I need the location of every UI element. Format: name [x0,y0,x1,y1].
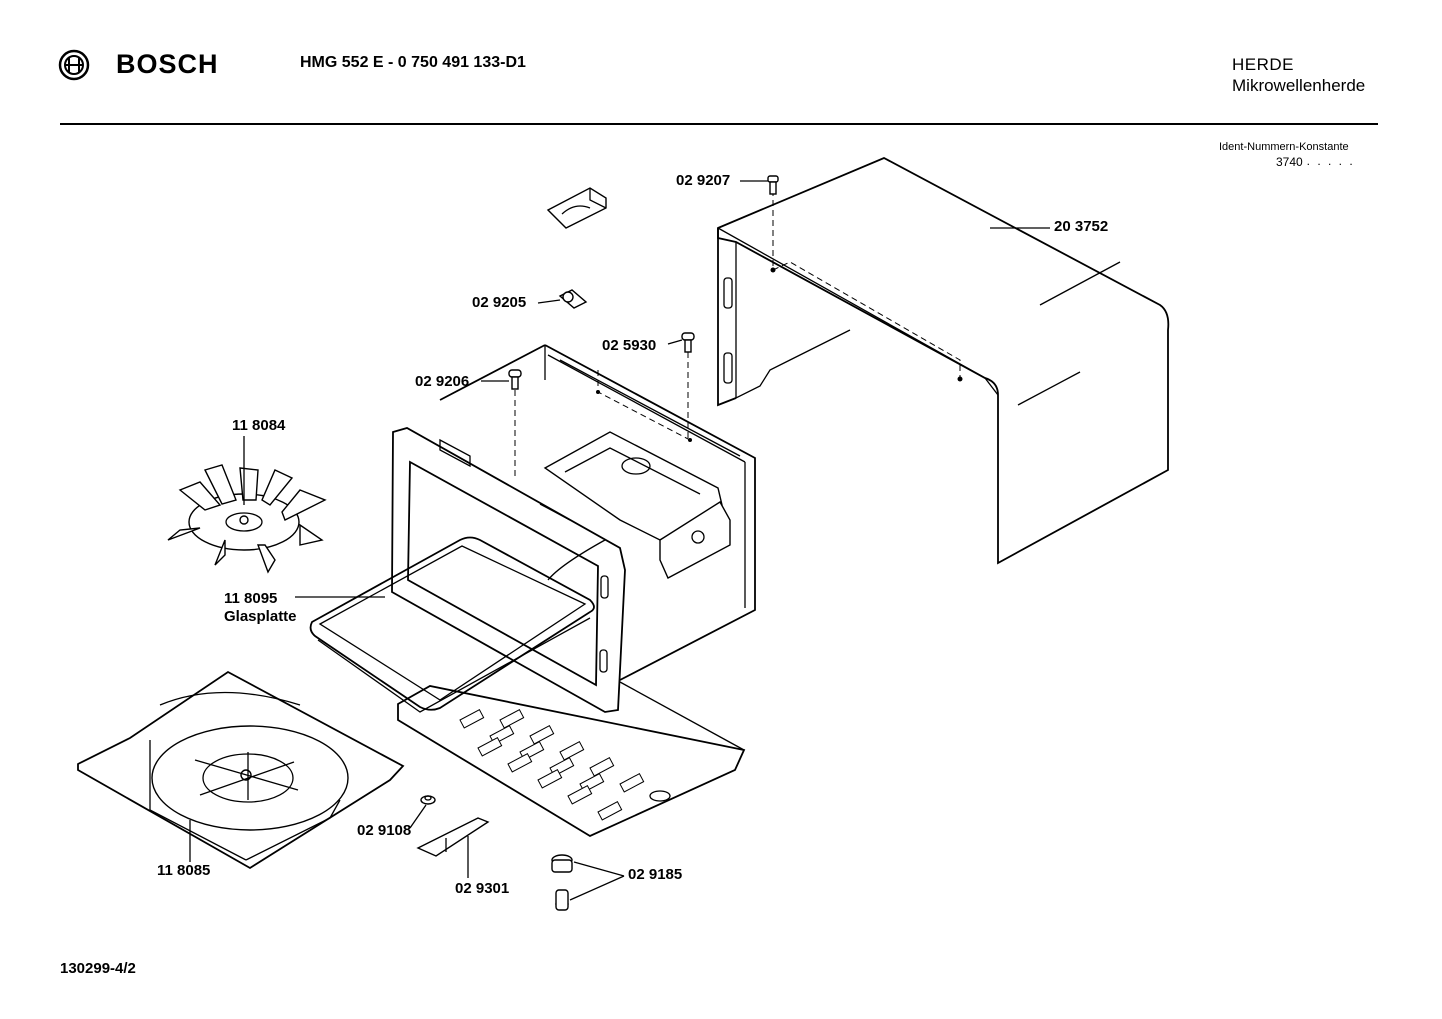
turntable-base [77,670,405,870]
drawing-number: 130299-4/2 [60,960,136,977]
part-029206-label: 02 9206 [415,373,470,390]
front-frame [391,427,626,713]
part-029301-label: 02 9301 [455,880,510,897]
part-025930-label: 02 5930 [602,337,657,354]
thermal-fuse-029205 [558,289,588,309]
screw-025930 [681,332,695,353]
subcategory-label: Mikrowellenherde [1232,76,1366,95]
ident-dots: . . . . . . [1296,154,1355,168]
nut-029108 [420,795,436,805]
bottom-plate [397,681,746,838]
part-029108-label: 02 9108 [357,822,412,839]
part-118085-label: 11 8085 [157,862,211,879]
ident-value: 3740 [1276,155,1303,169]
brand-name: BOSCH [116,49,219,79]
part-029207-label: 02 9207 [676,172,731,189]
ident-label: Ident-Nummern-Konstante [1219,141,1349,153]
cabinet-cover [717,157,1170,565]
small-bracket [546,187,607,229]
part-203752-label: 20 3752 [1054,218,1109,235]
category-label: HERDE [1232,55,1295,74]
feet-029185 [551,854,573,911]
bracket-029301 [416,817,490,857]
part-118095-label: 11 8095 [224,590,278,607]
model-number: HMG 552 E - 0 750 491 133-D1 [300,54,526,71]
part-118095-name: Glasplatte [224,608,297,625]
part-118084-label: 11 8084 [232,417,286,434]
part-029185-label: 02 9185 [628,866,683,883]
stirrer-fan [167,436,327,574]
screw-029206 [508,369,522,390]
screw-029207 [767,175,779,195]
glass-plate [309,536,595,713]
oven-cavity [439,344,756,681]
vent-slots [459,708,645,821]
part-029205-label: 02 9205 [472,294,527,311]
